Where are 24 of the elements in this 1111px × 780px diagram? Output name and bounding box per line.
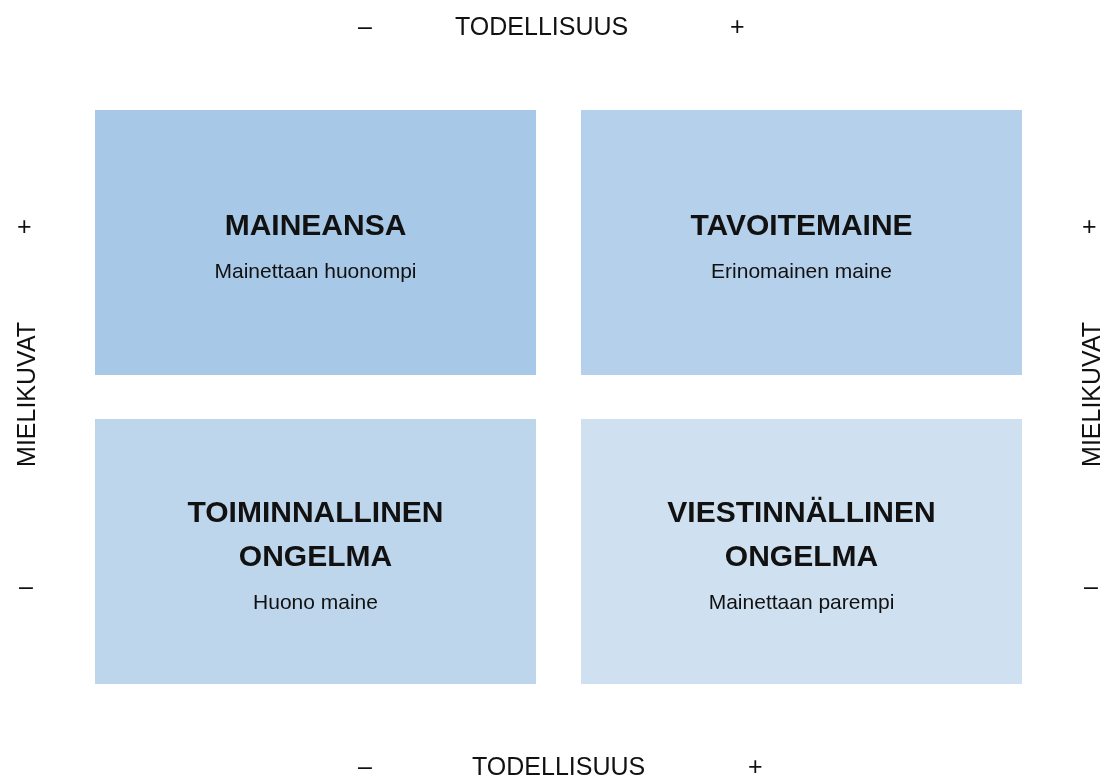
- quadrant-box: [581, 419, 1022, 684]
- quadrant-title: VIESTINNÄLLINEN ONGELMA: [666, 493, 937, 574]
- axis-title: TODELLISUUS: [455, 12, 629, 40]
- axis-minus: –: [1084, 572, 1098, 600]
- quadrant-title: TAVOITEMAINE: [689, 206, 914, 243]
- axis-plus: +: [730, 12, 745, 40]
- quadrant-title: TOIMINNALLINEN ONGELMA: [186, 493, 445, 574]
- axis-minus: –: [358, 12, 372, 40]
- axis-minus: –: [19, 572, 33, 600]
- quadrant-title: MAINEANSA: [223, 206, 408, 243]
- quadrant-description: Huono maine: [253, 589, 378, 614]
- quadrant-box: [95, 419, 536, 684]
- axis-plus: +: [748, 752, 763, 780]
- axis-minus: –: [358, 752, 372, 780]
- quadrant-description: Mainettaan huonompi: [214, 258, 417, 283]
- quadrant-box: [581, 110, 1022, 375]
- axis-plus: +: [1082, 212, 1097, 240]
- quadrant-description: Erinomainen maine: [711, 258, 892, 283]
- axis-title: TODELLISUUS: [472, 752, 646, 780]
- quadrant-box: [95, 110, 536, 375]
- axis-title: MIELIKUVAT: [1077, 322, 1105, 467]
- quadrant-description: Mainettaan parempi: [708, 589, 895, 614]
- axis-title: MIELIKUVAT: [12, 322, 40, 467]
- axis-plus: +: [17, 212, 32, 240]
